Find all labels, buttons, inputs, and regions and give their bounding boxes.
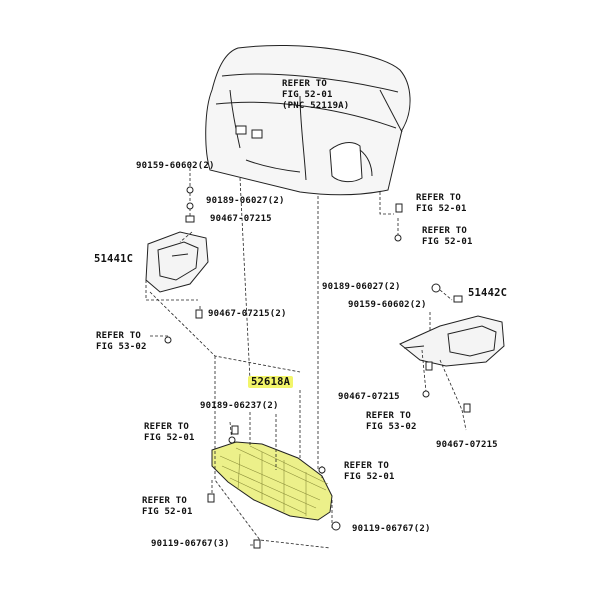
part-90467-07215-left-bottom: 90467-07215(2) xyxy=(208,309,287,319)
refer-fig-52-01-right-second: REFER TO FIG 52-01 xyxy=(422,226,473,247)
part-90119-06767-right: 90119-06767(2) xyxy=(352,524,431,534)
leader-lines xyxy=(145,168,467,549)
left-bracket-51441c xyxy=(145,231,209,293)
part-90189-06027-right: 90189-06027(2) xyxy=(322,282,401,292)
part-90119-06767-left: 90119-06767(3) xyxy=(151,539,230,549)
part-52618a-highlight: 52618A xyxy=(248,376,294,388)
bumper-refer-label: REFER TO FIG 52-01 (PNC 52119A) xyxy=(282,79,350,111)
refer-fig-52-01-mid-left: REFER TO FIG 52-01 xyxy=(144,422,195,443)
part-90189-06237: 90189-06237(2) xyxy=(200,401,279,411)
refer-fig-52-01-mid-right: REFER TO FIG 52-01 xyxy=(344,461,395,482)
refer-fig-53-02-left: REFER TO FIG 53-02 xyxy=(96,331,147,352)
part-90467-07215-left-top: 90467-07215 xyxy=(210,214,272,224)
part-52618a: 52618A xyxy=(248,376,294,388)
refer-fig-52-01-low-left: REFER TO FIG 52-01 xyxy=(142,496,193,517)
part-51441c: 51441C xyxy=(94,253,134,265)
refer-fig-53-02-right: REFER TO FIG 53-02 xyxy=(366,411,417,432)
front-bumper-cover xyxy=(205,44,411,196)
part-90159-60602-right: 90159-60602(2) xyxy=(348,300,427,310)
refer-fig-52-01-right-top: REFER TO FIG 52-01 xyxy=(416,193,467,214)
engine-under-cover-52618a xyxy=(211,441,333,521)
part-90189-06027-left: 90189-06027(2) xyxy=(206,196,285,206)
right-bracket-51442c xyxy=(399,315,505,367)
part-51442c: 51442C xyxy=(468,287,508,299)
part-90467-07215-right-bottom: 90467-07215 xyxy=(436,440,498,450)
part-90467-07215-right-mid: 90467-07215 xyxy=(338,392,400,402)
part-90159-60602-left: 90159-60602(2) xyxy=(136,161,215,171)
fasteners xyxy=(164,186,471,549)
